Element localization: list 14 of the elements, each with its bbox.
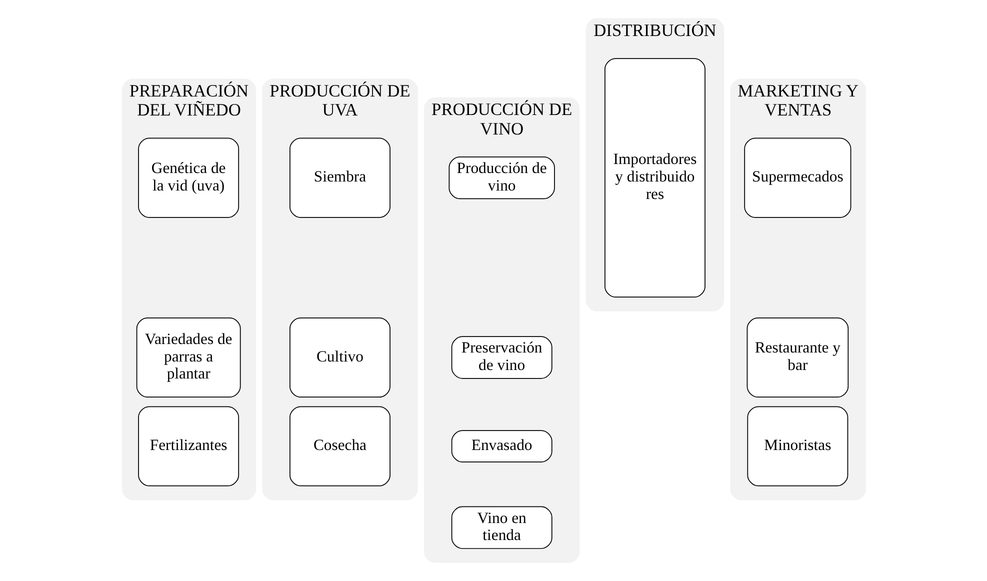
node-box: Envasado	[450, 430, 552, 462]
node-box: Restaurante y bar	[746, 317, 848, 398]
node-box: Importadores y distribuidores	[604, 58, 705, 298]
node-box: Variedades de parras a plantar	[136, 317, 240, 398]
node-box: Preservación de vino	[450, 336, 552, 379]
node-box: Producción de vino	[448, 156, 554, 200]
node-box: Vino en tienda	[450, 506, 552, 549]
node-box: Genética de la vid (uva)	[138, 138, 239, 218]
node-box: Cosecha	[289, 406, 390, 486]
node-box: Supermecados	[744, 138, 851, 218]
node-box: Siembra	[289, 138, 390, 218]
node-box: Cultivo	[289, 317, 390, 398]
node-box: Minoristas	[746, 406, 848, 486]
node-box: Fertilizantes	[138, 406, 239, 486]
